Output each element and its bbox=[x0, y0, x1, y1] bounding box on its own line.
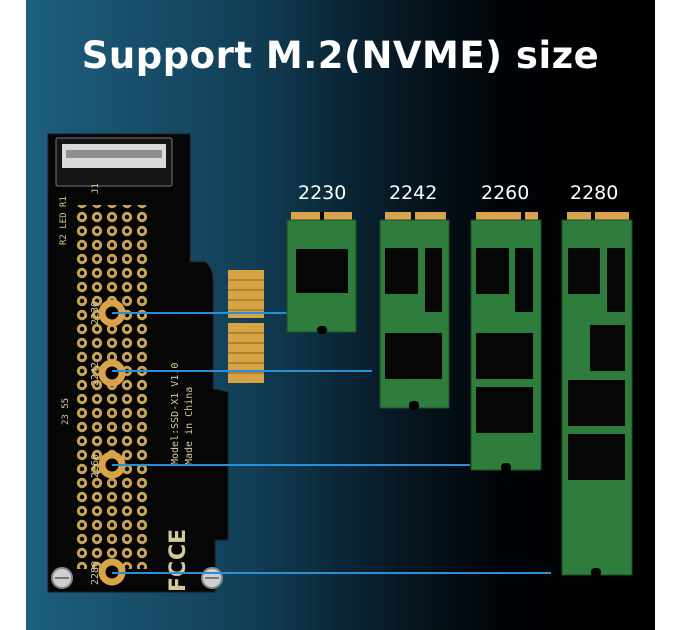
board-led-label: R2 LED R1 bbox=[59, 196, 69, 245]
page-title: Support M.2(NVME) size bbox=[81, 34, 600, 77]
hole-label-2242: 2242 bbox=[90, 362, 101, 386]
m2-slot bbox=[55, 137, 173, 187]
board-small-mark: 23 55 bbox=[61, 398, 71, 425]
ssd-2230 bbox=[286, 212, 357, 334]
mounting-holes bbox=[98, 299, 126, 586]
size-label-2242: 2242 bbox=[389, 182, 438, 204]
hole-label-2230: 2230 bbox=[90, 301, 101, 325]
size-label-2260: 2260 bbox=[481, 182, 530, 204]
prototype-hole-grid bbox=[72, 205, 147, 569]
size-label-2280: 2280 bbox=[570, 182, 619, 204]
size-connector-lines bbox=[112, 312, 551, 574]
board-j1-label: J1 bbox=[91, 183, 101, 194]
fc-mark: FC bbox=[166, 561, 191, 592]
board-model-label: Model:SSD-X1 V1.0 bbox=[170, 363, 181, 465]
hole-label-2280: 2280 bbox=[90, 561, 101, 585]
gold-fingers bbox=[228, 270, 264, 383]
board-origin-label: Made in China bbox=[184, 387, 195, 465]
pcie-adapter-board bbox=[47, 133, 264, 593]
ssd-2242 bbox=[379, 212, 450, 410]
ce-mark: CE bbox=[166, 529, 191, 560]
ssd-2280 bbox=[561, 212, 633, 577]
ssd-2260 bbox=[470, 212, 542, 472]
size-label-2230: 2230 bbox=[298, 182, 347, 204]
hole-label-2260: 2260 bbox=[90, 454, 101, 478]
